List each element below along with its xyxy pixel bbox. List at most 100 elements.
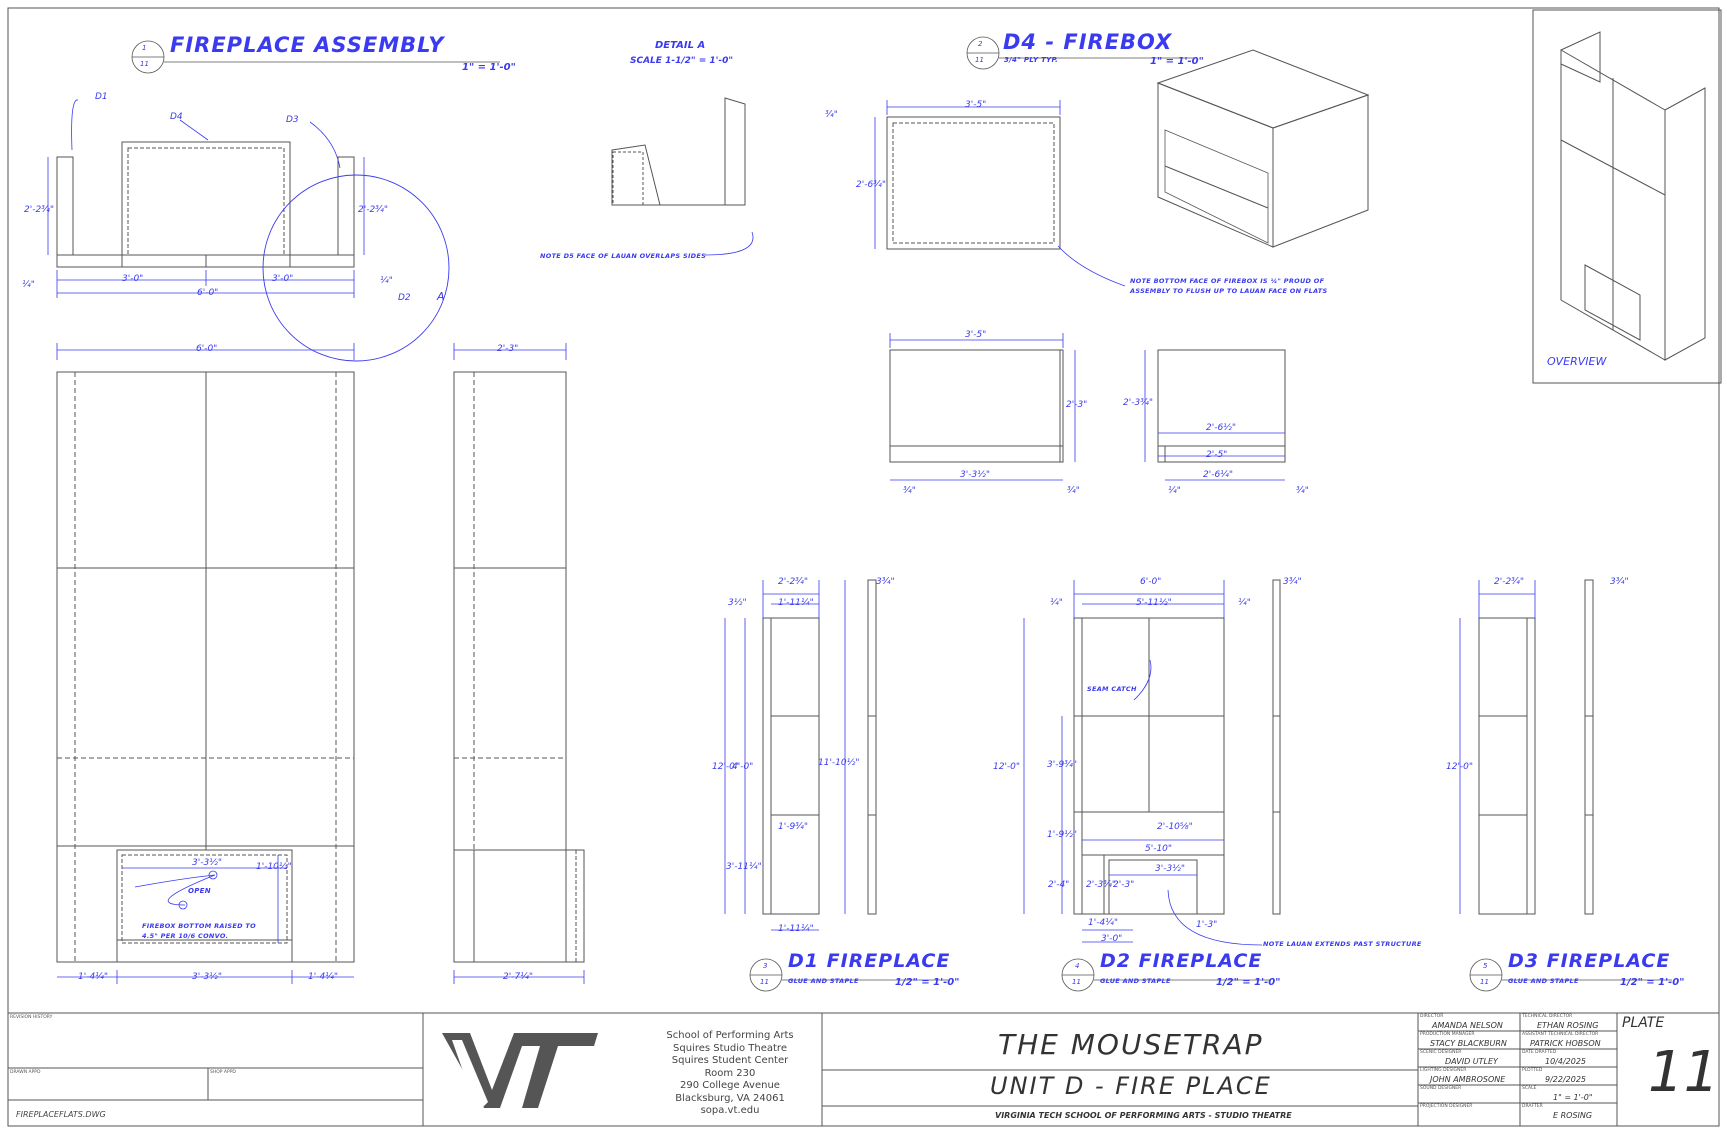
d3-elevation (1478, 579, 1594, 915)
d2-scale: 1/2" = 1'-0" (1216, 977, 1281, 988)
dim-elev-right: 1'-4¼" (308, 972, 339, 982)
d2-title: D2 FIREPLACE (1100, 950, 1263, 972)
address-block: School of Performing Arts Squires Studio… (640, 1030, 820, 1118)
field-label: DATE DRAFTED (1522, 1050, 1557, 1055)
plan-label-d1: D1 (95, 92, 108, 102)
dim-firebox-side-2: 2'-5" (1206, 450, 1228, 460)
plan-label-d2: D2 (398, 293, 411, 303)
dim-plan-quarter-left: ¼" (22, 280, 35, 290)
dim-d1-half: 3½" (728, 598, 747, 608)
dim-plan-right-height: 2'-2¾" (358, 205, 389, 215)
plan-label-d3: D3 (286, 115, 299, 125)
address-line: sopa.vt.edu (700, 1105, 760, 1116)
note-firebox-line2: 4.5" PER 10/6 CONVO. (142, 932, 229, 940)
dim-plan-quarter-right: ¼" (380, 276, 393, 286)
overview-isometric (1560, 31, 1706, 361)
note-open: OPEN (188, 887, 211, 895)
field-label: TECHNICAL DIRECTOR (1522, 1014, 1573, 1019)
field-value: DAVID UTLEY (1445, 1057, 1498, 1066)
field-label: SOUND DESIGNER (1420, 1086, 1462, 1091)
field-value: 10/4/2025 (1545, 1057, 1587, 1066)
show-title: THE MOUSETRAP (998, 1028, 1264, 1061)
address-line: Blacksburg, VA 24061 (675, 1092, 785, 1104)
dim-firebox-side-3: 2'-6¼" (1203, 470, 1234, 480)
dim-firebox-side-bl: ¼" (1168, 486, 1181, 496)
field-label: DIRECTOR (1420, 1014, 1444, 1019)
firebox-front-view (886, 116, 1061, 250)
dim-d3-edge: 3¾" (1610, 577, 1629, 587)
assembly-plan-view (56, 141, 355, 268)
dim-d2-30: 3'-0" (1101, 934, 1123, 944)
dim-firebox-bottom: 3'-3½" (960, 470, 991, 480)
dim-firebox-height: 2'-6¾" (856, 180, 887, 190)
dim-elev-left: 1'-4¼" (78, 972, 109, 982)
dim-d1-mid: 1'-9¾" (778, 822, 809, 832)
dim-plan-left-height: 2'-2¾" (24, 205, 55, 215)
dim-firebox-top2: 3'-5" (965, 330, 987, 340)
firebox-title: D4 - FIREBOX (1003, 30, 1173, 54)
dim-d1-inner: 1'-11¼" (778, 598, 814, 608)
assembly-number: 1 (142, 44, 147, 52)
firebox-top-view (889, 349, 1064, 463)
dim-firebox-bottom-left: ¾" (903, 486, 916, 496)
d3-subtitle: GLUE AND STAPLE (1508, 977, 1579, 985)
field-label: PROJECTION DESIGNER (1420, 1104, 1473, 1109)
field-value: PATRICK HOBSON (1530, 1039, 1601, 1048)
field-value: JOHN AMBROSONE (1430, 1075, 1506, 1084)
dim-side-top: 2'-3" (497, 344, 519, 354)
dim-d1-total: 12'-0" (712, 762, 740, 772)
field-label: LIGHTING DESIGNER (1420, 1068, 1467, 1073)
d2-number: 4 (1075, 962, 1080, 970)
dim-firebox-side-br: ¾" (1296, 486, 1309, 496)
dim-side-bottom: 2'-7¼" (503, 972, 534, 982)
note-firebox-line1: FIREBOX BOTTOM RAISED TO (142, 922, 256, 930)
d1-elevation (762, 579, 877, 915)
dim-plan-3ft-left: 3'-0" (122, 274, 144, 284)
dim-elev-6ft: 6'-0" (196, 344, 218, 354)
dim-d2-510: 5'-10" (1145, 844, 1173, 854)
dim-firebox-bottom-right: ¾" (1067, 486, 1080, 496)
d1-subtitle: GLUE AND STAPLE (788, 977, 859, 985)
dim-firebox-quarter: ¾" (825, 110, 838, 120)
org-line: VIRGINIA TECH SCHOOL OF PERFORMING ARTS … (995, 1111, 1292, 1120)
dim-d1-top: 2'-2¾" (778, 577, 809, 587)
dim-d2-24: 2'-4" (1048, 880, 1070, 890)
assembly-sheet: 11 (140, 60, 149, 68)
dim-d2-33: 3'-3½" (1155, 864, 1186, 874)
address-line: Room 230 (704, 1067, 756, 1079)
title-block-frame (8, 1012, 1719, 1126)
dim-firebox-side-1: 2'-6½" (1206, 423, 1237, 433)
dim-d2-23b: 2'-3" (1113, 880, 1135, 890)
d1-title: D1 FIREPLACE (788, 950, 951, 972)
firebox-note-line1: NOTE BOTTOM FACE OF FIREBOX IS ¼" PROUD … (1130, 277, 1325, 285)
d1-scale: 1/2" = 1'-0" (895, 977, 960, 988)
field-label: ASSISTANT TECHNICAL DIRECTOR (1522, 1032, 1599, 1037)
dim-elev-opening-height: 1'-10½" (256, 862, 292, 872)
note-seam-catch: SEAM CATCH (1087, 685, 1137, 693)
dim-d2-210: 2'-10⅝" (1157, 822, 1193, 832)
address-line: School of Performing Arts (666, 1030, 794, 1041)
d1-number: 3 (763, 962, 768, 970)
dim-plan-6ft: 6'-0" (197, 288, 219, 298)
firebox-note-line2: ASSEMBLY TO FLUSH UP TO LAUAN FACE ON FL… (1130, 287, 1328, 295)
field-value: STACY BLACKBURN (1430, 1039, 1507, 1048)
firebox-subtitle: 3/4" PLY TYP. (1004, 56, 1059, 64)
note-lauan-extends: NOTE LAUAN EXTENDS PAST STRUCTURE (1263, 940, 1422, 948)
d2-subtitle: GLUE AND STAPLE (1100, 977, 1171, 985)
dim-d2-quarter-left: ¼" (1050, 598, 1063, 608)
d2-elevation (1073, 579, 1281, 915)
assembly-side-elevation (453, 371, 585, 963)
dim-d1-edge: 3¾" (876, 577, 895, 587)
plan-label-d4: D4 (170, 112, 183, 122)
d2-sheet: 11 (1072, 978, 1081, 986)
field-label: PLOTTED (1522, 1068, 1543, 1073)
dim-firebox-top: 3'-5" (965, 100, 987, 110)
dim-firebox-height2: 2'-3" (1066, 400, 1088, 410)
field-value: ETHAN ROSING (1537, 1021, 1599, 1030)
detail-a-title: DETAIL A (655, 40, 706, 51)
vt-logo (442, 1033, 598, 1108)
dim-d2-39: 3'-9¾" (1047, 760, 1078, 770)
dim-d1-side: 11'-10½" (818, 758, 860, 768)
firebox-number: 2 (978, 40, 983, 48)
